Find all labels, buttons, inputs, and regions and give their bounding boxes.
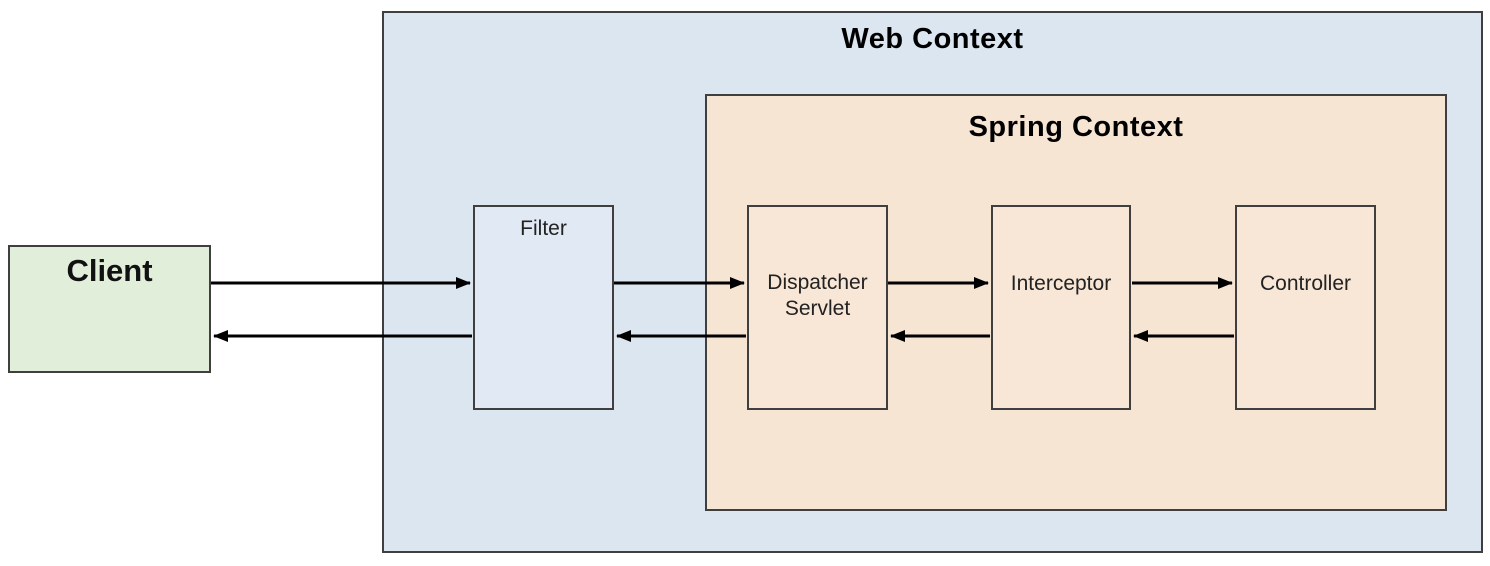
dispatcher-servlet-box: Dispatcher Servlet bbox=[747, 205, 888, 410]
spring-context-title: Spring Context bbox=[968, 111, 1184, 143]
controller-box: Controller bbox=[1235, 205, 1376, 410]
dispatcher-servlet-label: Dispatcher Servlet bbox=[767, 271, 868, 320]
interceptor-box: Interceptor bbox=[991, 205, 1131, 410]
client-label: Client bbox=[66, 253, 153, 288]
controller-label: Controller bbox=[1259, 272, 1352, 295]
web-context-title: Web Context bbox=[841, 23, 1024, 55]
interceptor-label: Interceptor bbox=[1010, 272, 1112, 295]
filter-label: Filter bbox=[520, 217, 567, 240]
client-box: Client bbox=[8, 245, 211, 373]
filter-box: Filter bbox=[473, 205, 614, 410]
